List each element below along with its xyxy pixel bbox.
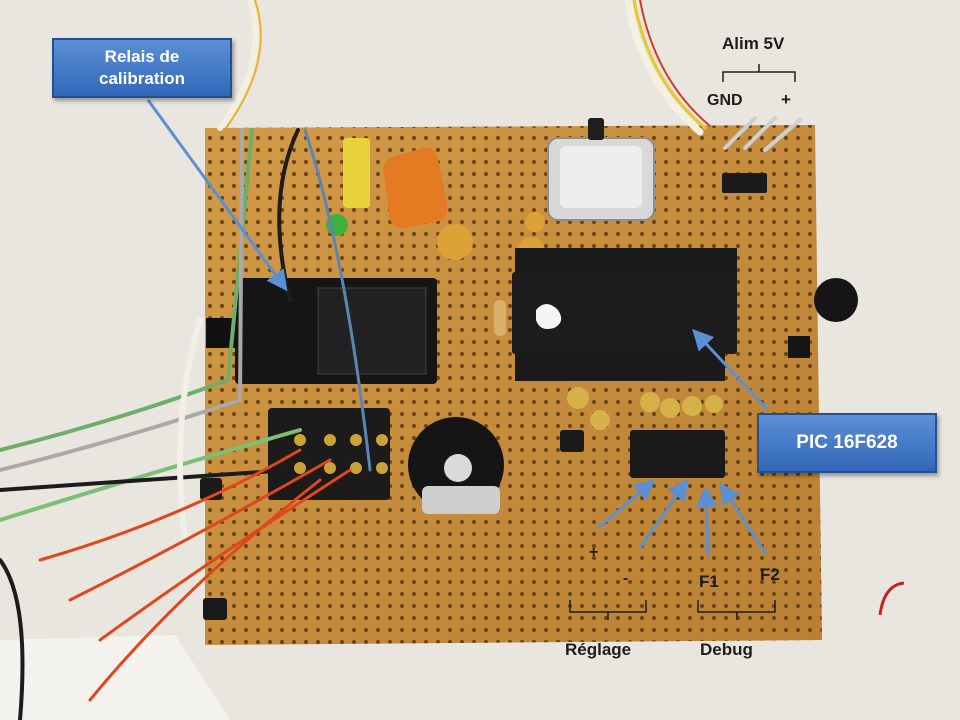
red-wire-scrap [878,581,905,616]
potentiometer [408,417,504,514]
resistor [494,300,506,336]
adjust-minus-label: - [623,570,629,587]
pic-chip [512,248,737,381]
callout-relais-line2: calibration [99,69,185,88]
perfboard [205,125,822,645]
power-plus-label: + [781,90,791,109]
power-jumper [722,173,767,193]
debug-f1-label: F1 [699,572,719,591]
callout-relais-line1: Relais de [104,47,180,66]
debug-label: Debug [700,640,753,659]
white-sheet [0,635,230,720]
callout-pic-16f628: PIC 16F628 [757,413,937,473]
small-components [567,387,723,430]
annotation-brackets [569,64,796,620]
debug-f2-label: F2 [760,565,780,584]
callout-relais-calibration: Relais de calibration [52,38,232,98]
adjust-label: Réglage [565,640,632,659]
power-wires [624,0,711,136]
power-title-label: Alim 5V [722,34,785,53]
adjust-plus-label: + [589,544,599,561]
relay [206,278,437,384]
transistor [788,278,858,358]
gnd-label: GND [707,92,743,109]
debug-header [560,430,725,478]
crystal [547,118,655,221]
power-pins [723,116,802,152]
left-wires [0,0,372,720]
arrows [146,99,770,557]
